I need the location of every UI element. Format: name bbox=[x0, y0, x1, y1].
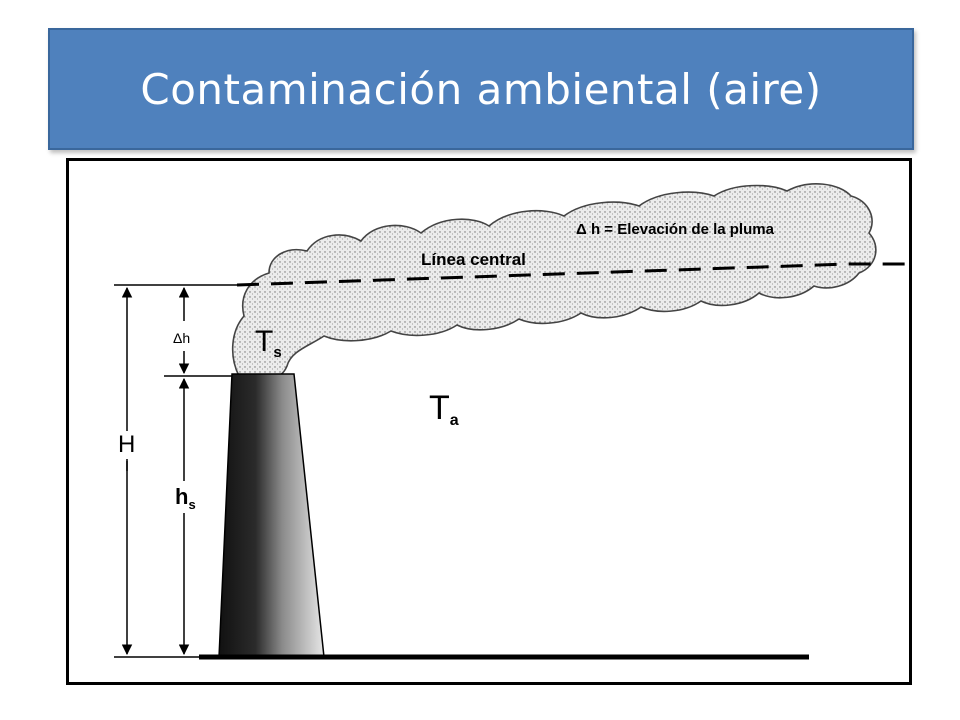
ambient-temperature-label: Ta bbox=[429, 389, 459, 429]
total-height-label: H bbox=[118, 431, 135, 458]
plume-diagram-svg: Δ h = Elevación de la pluma Línea centra… bbox=[114, 183, 909, 660]
stack-height-label: hs bbox=[175, 484, 196, 512]
stack-gas-temperature-label: Ts bbox=[255, 325, 282, 361]
slide-title: Contaminación ambiental (aire) bbox=[140, 64, 822, 114]
plume-diagram: Δ h = Elevación de la pluma Línea centra… bbox=[66, 158, 912, 685]
centerline-label: Línea central bbox=[421, 250, 526, 269]
plume-rise-label: Δ h = Elevación de la pluma bbox=[576, 221, 775, 238]
plume-centerline bbox=[236, 262, 909, 287]
title-bar: Contaminación ambiental (aire) bbox=[48, 28, 914, 150]
smoke-plume bbox=[231, 183, 877, 383]
smokestack bbox=[218, 373, 325, 658]
total-height-label-bg bbox=[117, 431, 139, 459]
stack-height-label-bg bbox=[172, 483, 206, 513]
delta-h-label: Δh bbox=[173, 330, 190, 346]
